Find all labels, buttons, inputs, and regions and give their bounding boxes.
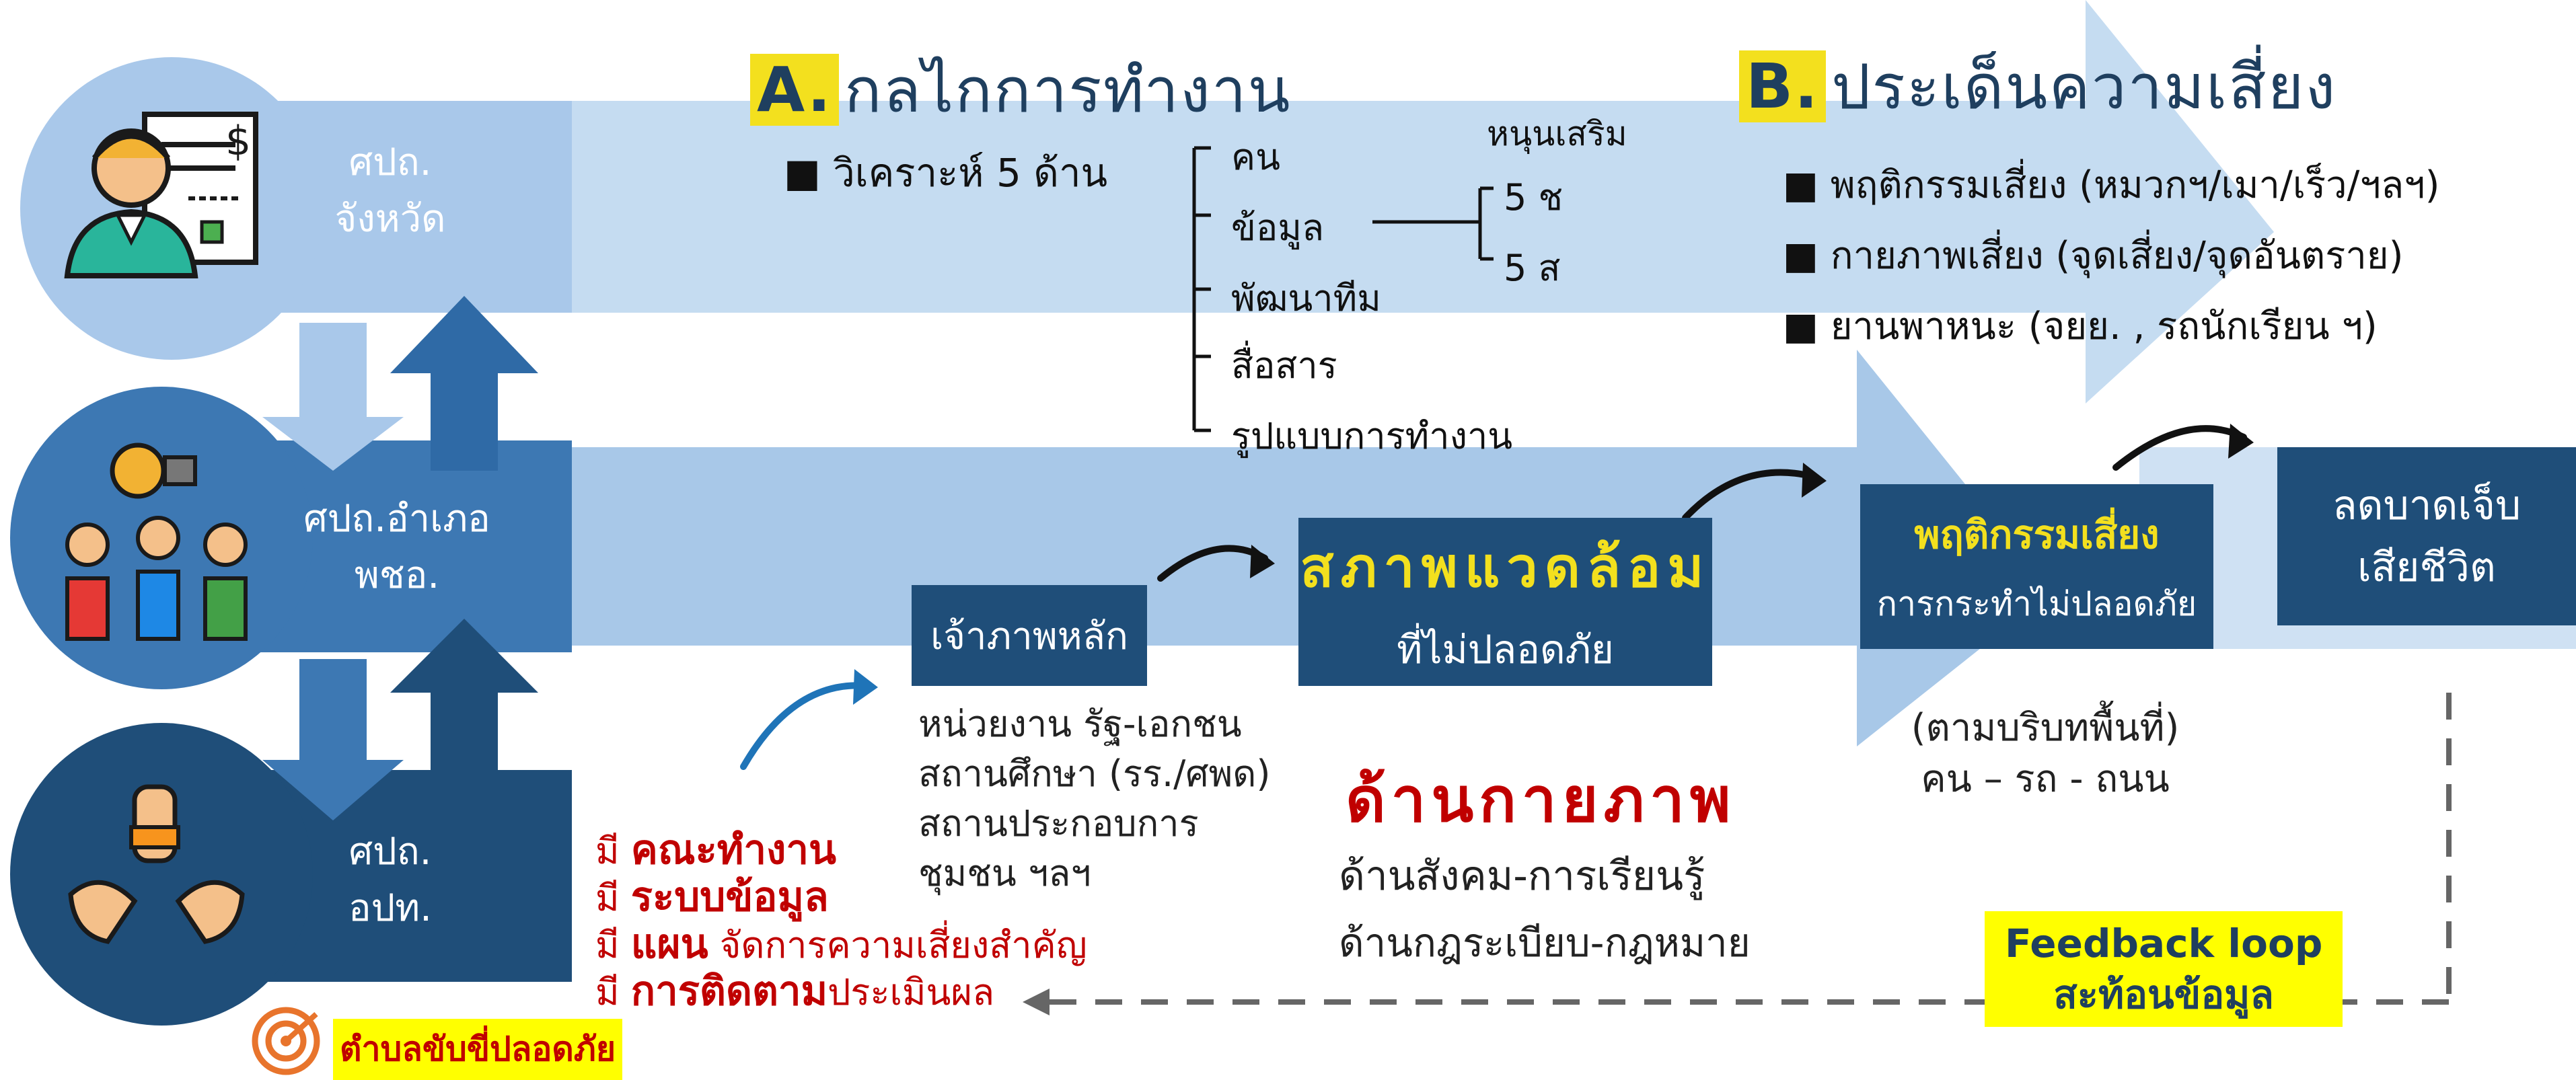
mechanism-letter: A. <box>750 54 839 126</box>
target-icon <box>252 1007 320 1075</box>
level-local-line1: ศปถ. <box>348 830 432 874</box>
bullet-icon: ■ <box>1783 305 1831 348</box>
risk-letter: B. <box>1739 50 1827 122</box>
risk-item-vehicle: ■ ยานพาหนะ (จยย. , รถนักเรียน ฯ) <box>1783 296 2378 356</box>
middle-arrow <box>525 350 2052 746</box>
reinforce-5s: 5 ส <box>1504 247 1561 289</box>
hands-icon <box>68 784 245 944</box>
host-list: หน่วยงาน รัฐ-เอกชน สถานศึกษา (รร./ศพด) ส… <box>918 699 1270 898</box>
risk-item-physical: ■ กายภาพเสี่ยง (จุดเสี่ยง/จุดอันตราย) <box>1783 225 2403 285</box>
feedback-label: Feedback loop สะท้อนข้อมูล <box>1985 911 2343 1027</box>
outcome-box: ลดบาดเจ็บ เสียชีวิต <box>2277 447 2576 625</box>
risk-item-behavior: ■ พฤติกรรมเสี่ยง (หมวกฯ/เมา/เร็ว/ฯลฯ) <box>1783 155 2439 215</box>
reinforce-label: หนุนเสริม <box>1487 114 1627 153</box>
level-local-line2: อปท. <box>348 886 432 930</box>
feedback-line2: สะท้อนข้อมูล <box>2053 972 2274 1017</box>
behavior-subtitle: การกระทำไม่ปลอดภัย <box>1876 584 2197 623</box>
behavior-box: พฤติกรรมเสี่ยง การกระทำไม่ปลอดภัย <box>1860 484 2213 649</box>
level-province-line2: จังหวัด <box>334 197 446 241</box>
host-line-3: สถานประกอบการ <box>918 802 1199 845</box>
team-icon <box>65 442 248 641</box>
requirement-monitoring: มี การติดตามประเมินผล <box>595 968 995 1015</box>
level-district-line1: ศปถ.อำเภอ <box>303 497 490 541</box>
branch-data: ข้อมูล <box>1231 206 1325 249</box>
host-line-4: ชุมชน ฯลฯ <box>918 852 1091 894</box>
host-line-2: สถานศึกษา (รร./ศพด) <box>918 753 1271 795</box>
up-arrow-1 <box>390 296 538 471</box>
requirements-list: มี คณะทำงาน มี ระบบข้อมูล มี แผน จัดการค… <box>595 827 1087 1015</box>
down-arrow-1 <box>262 323 404 471</box>
host-box-label: เจ้าภาพหลัก <box>930 614 1128 658</box>
level-district-line2: พชอ. <box>354 553 440 597</box>
behavior-context: (ตามบริบทพื้นที่) คน – รถ - ถนน <box>1884 703 2207 805</box>
behavior-context-line2: คน – รถ - ถนน <box>1921 757 2170 801</box>
behavior-title: พฤติกรรมเสี่ยง <box>1914 511 2160 557</box>
outcome-line1: ลดบาดเจ็บ <box>2332 481 2522 529</box>
analysis-label: ■ วิเคราะห์ 5 ด้าน <box>784 150 1108 196</box>
risk-item-physical-text: กายภาพเสี่ยง (จุดเสี่ยง/จุดอันตราย) <box>1830 234 2404 278</box>
bullet-icon: ■ <box>1783 234 1831 278</box>
mechanism-title-text: กลไกการทำงาน <box>844 54 1292 126</box>
bullet-icon: ■ <box>1783 163 1831 207</box>
behavior-context-line1: (ตามบริบทพื้นที่) <box>1911 706 2180 750</box>
branch-work-model: รูปแบบการทำงาน <box>1231 415 1513 457</box>
connectors <box>740 424 2254 770</box>
environment-physical: ด้านกายภาพ <box>1346 764 1736 836</box>
level-local-label: ศปถ. อปท. <box>289 824 491 937</box>
up-arrow-2 <box>390 619 538 807</box>
safe-tambon-label: ตำบลขับขี่ปลอดภัย <box>333 1019 623 1080</box>
mechanism-tree <box>1192 146 1494 432</box>
top-arrow <box>525 0 2274 403</box>
level-province-line1: ศปถ. <box>348 141 432 184</box>
circle-local <box>10 723 313 1026</box>
reinforce-5ch: 5 ช <box>1504 176 1563 219</box>
environment-box: สภาพแวดล้อม ที่ไม่ปลอดภัย <box>1298 518 1712 686</box>
feedback-arrowhead <box>1023 989 1050 1015</box>
environment-title: สภาพแวดล้อม <box>1300 535 1711 600</box>
svg-text:$: $ <box>225 118 251 165</box>
host-line-1: หน่วยงาน รัฐ-เอกชน <box>918 703 1242 745</box>
down-arrow-2 <box>262 659 404 820</box>
requirement-plan: มี แผน จัดการความเสี่ยงสำคัญ <box>595 921 1087 968</box>
environment-legal: ด้านกฎระเบียบ-กฎหมาย <box>1339 920 1751 966</box>
branch-team: พัฒนาทีม <box>1231 277 1381 319</box>
environment-subtitle: ที่ไม่ปลอดภัย <box>1397 626 1614 672</box>
environment-social: ด้านสังคม-การเรียนรู้ <box>1339 853 1705 900</box>
level-district-label: ศปถ.อำเภอ พชอ. <box>296 491 498 604</box>
document-person-icon: $ <box>64 112 258 278</box>
requirement-team: มี คณะทำงาน <box>595 826 837 874</box>
branch-communication: สื่อสาร <box>1231 344 1337 387</box>
mechanism-title: A. กลไกการทำงาน <box>750 40 1291 139</box>
outcome-line2: เสียชีวิต <box>2357 543 2496 591</box>
branch-people: คน <box>1231 136 1281 178</box>
host-box: เจ้าภาพหลัก <box>912 585 1147 686</box>
risk-title: B. ประเด็นความเสี่ยง <box>1739 37 2336 136</box>
risk-title-text: ประเด็นความเสี่ยง <box>1831 51 2337 123</box>
risk-item-vehicle-text: ยานพาหนะ (จยย. , รถนักเรียน ฯ) <box>1830 305 2378 348</box>
requirement-data: มี ระบบข้อมูล <box>595 874 829 921</box>
risk-item-behavior-text: พฤติกรรมเสี่ยง (หมวกฯ/เมา/เร็ว/ฯลฯ) <box>1830 163 2440 207</box>
level-province-label: ศปถ. จังหวัด <box>289 134 491 247</box>
feedback-line1: Feedback loop <box>2005 921 2323 966</box>
